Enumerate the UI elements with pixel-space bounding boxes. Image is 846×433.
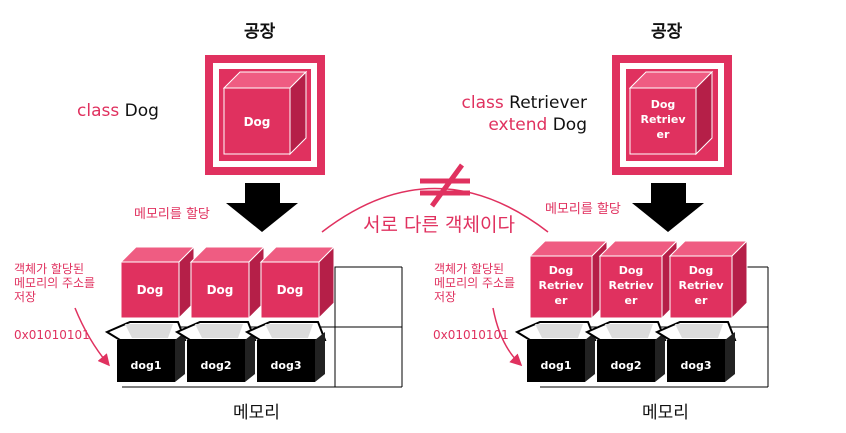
right-parent-name: Dog <box>552 115 587 135</box>
left-note-line: 저장 <box>14 290 37 304</box>
right-object-label-line-2: Retriev <box>678 279 724 292</box>
left-memory-label: 메모리 <box>233 403 280 423</box>
left-variable-label: dog3 <box>271 359 302 372</box>
left-factory: Dog <box>205 55 325 175</box>
right-variable-label: dog2 <box>611 359 642 372</box>
right-object-label-line-3: er <box>555 294 568 307</box>
right-variable-box: dog1 <box>514 321 597 382</box>
right-note-line: 객체가 할당된 <box>434 262 505 276</box>
left-object-label: Dog <box>207 283 234 297</box>
center-caption: 서로 다른 객체이다 <box>363 214 515 236</box>
right-object-label-line-1: Dog <box>549 264 574 277</box>
left-address-note: 객체가 할당된 메모리의 주소를 저장 <box>14 262 95 304</box>
left-class-keyword: class <box>77 101 120 121</box>
left-object-label: Dog <box>277 283 304 297</box>
right-extend-keyword: extend <box>488 115 548 135</box>
right-down-arrow <box>632 183 704 232</box>
right-factory-cube-line-1: Dog <box>651 98 676 111</box>
left-factory-title: 공장 <box>244 22 276 42</box>
right-alloc-label: 메모리를 할당 <box>545 202 621 217</box>
left-object-cube: Dog <box>189 245 266 320</box>
left-class-name: Dog <box>124 101 159 121</box>
right-object-label-line-3: er <box>695 294 708 307</box>
right-object-cube: Dog Retriev er <box>668 239 749 320</box>
left-note-line: 객체가 할당된 <box>14 262 85 276</box>
right-note-line: 메모리의 주소를 <box>434 276 516 290</box>
center-curve <box>321 187 549 233</box>
right-variable-box: dog2 <box>584 321 667 382</box>
left-variable-label: dog1 <box>131 359 162 372</box>
not-equal-sign <box>420 163 470 208</box>
right-object-label-line-2: Retriev <box>608 279 654 292</box>
left-note-line: 메모리의 주소를 <box>14 276 96 290</box>
right-object-label-line-2: Retriev <box>538 279 584 292</box>
right-note-line: 저장 <box>434 290 457 304</box>
right-object-label-line-1: Dog <box>619 264 644 277</box>
right-factory: Dog Retriev er <box>612 55 732 175</box>
right-variable-box: dog3 <box>654 321 737 382</box>
left-address-arrow <box>74 307 110 367</box>
right-factory-cube-line-3: er <box>657 128 670 141</box>
right-class-declaration: class Retriever extend Dog <box>435 92 587 136</box>
right-variable-label: dog3 <box>681 359 712 372</box>
left-object-label: Dog <box>137 283 164 297</box>
left-class-declaration: class Dog <box>77 100 159 122</box>
left-variable-label: dog2 <box>201 359 232 372</box>
right-object-label-line-3: er <box>625 294 638 307</box>
left-variable-box: dog2 <box>174 321 257 382</box>
left-address-value: 0x01010101 <box>14 328 90 342</box>
right-address-note: 객체가 할당된 메모리의 주소를 저장 <box>434 262 515 304</box>
right-object-label-line-1: Dog <box>689 264 714 277</box>
right-factory-title: 공장 <box>651 22 683 42</box>
left-factory-cube-label: Dog <box>244 115 271 129</box>
right-address-arrow <box>492 307 523 367</box>
right-address-value: 0x01010101 <box>433 328 509 342</box>
left-down-arrow <box>226 183 298 232</box>
right-variable-label: dog1 <box>541 359 572 372</box>
left-object-cube: Dog <box>259 245 336 320</box>
right-factory-cube-line-2: Retriev <box>640 113 686 126</box>
right-memory-label: 메모리 <box>642 403 689 423</box>
left-alloc-label: 메모리를 할당 <box>134 207 210 222</box>
left-variable-box: dog1 <box>104 321 187 382</box>
right-object-cube: Dog Retriev er <box>598 239 679 320</box>
left-object-cube: Dog <box>119 245 196 320</box>
right-class-keyword: class <box>461 93 504 113</box>
right-object-cube: Dog Retriev er <box>528 239 609 320</box>
right-class-name: Retriever <box>509 93 587 113</box>
left-variable-box: dog3 <box>244 321 327 382</box>
